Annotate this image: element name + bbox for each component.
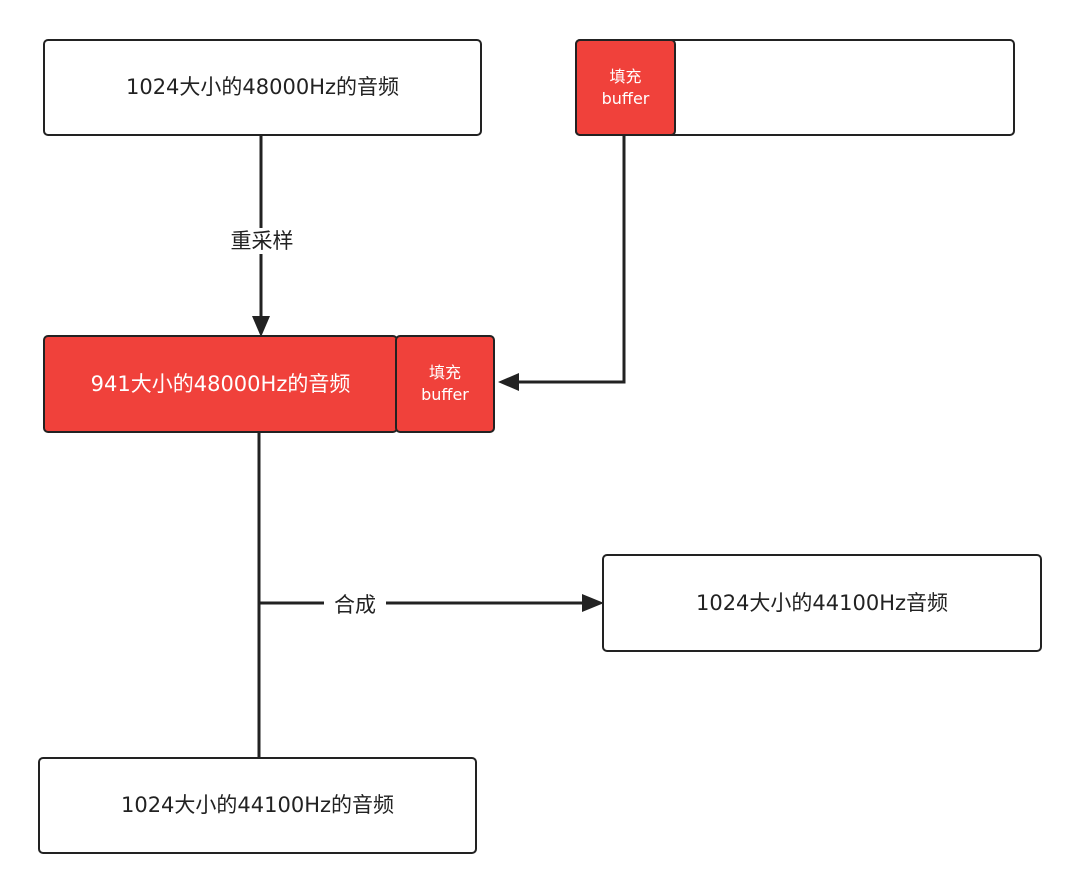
combine-arrowhead <box>582 594 604 612</box>
mid-fill-buffer-box: 填充 buffer <box>395 335 495 433</box>
mid-fill-buffer-label-line2: buffer <box>421 385 469 404</box>
mid-fill-buffer-label-line1: 填充 <box>428 363 461 383</box>
resample-edge-label: 重采样 <box>222 228 302 254</box>
top-fill-buffer-label-line1: 填充 <box>609 66 642 86</box>
combine-edge-label: 合成 <box>324 592 386 618</box>
top-fill-buffer-label-line2: buffer <box>601 88 650 108</box>
output-audio-box: 1024大小的44100Hz音频 <box>602 554 1042 652</box>
fill-arrowhead <box>498 373 519 391</box>
top-fill-buffer-box: 填充 buffer <box>575 39 676 136</box>
source-audio-box: 1024大小的48000Hz的音频 <box>43 39 482 136</box>
bottom-audio-label: 1024大小的44100Hz的音频 <box>120 793 395 818</box>
output-audio-label: 1024大小的44100Hz音频 <box>695 590 949 615</box>
resample-arrowhead <box>252 316 270 337</box>
fill-arrow-line <box>517 136 626 384</box>
resampled-audio-box: 941大小的48000Hz的音频 <box>43 335 398 433</box>
source-audio-label: 1024大小的48000Hz的音频 <box>125 75 400 100</box>
resampled-audio-label: 941大小的48000Hz的音频 <box>90 371 351 396</box>
bottom-audio-box: 1024大小的44100Hz的音频 <box>38 757 477 854</box>
